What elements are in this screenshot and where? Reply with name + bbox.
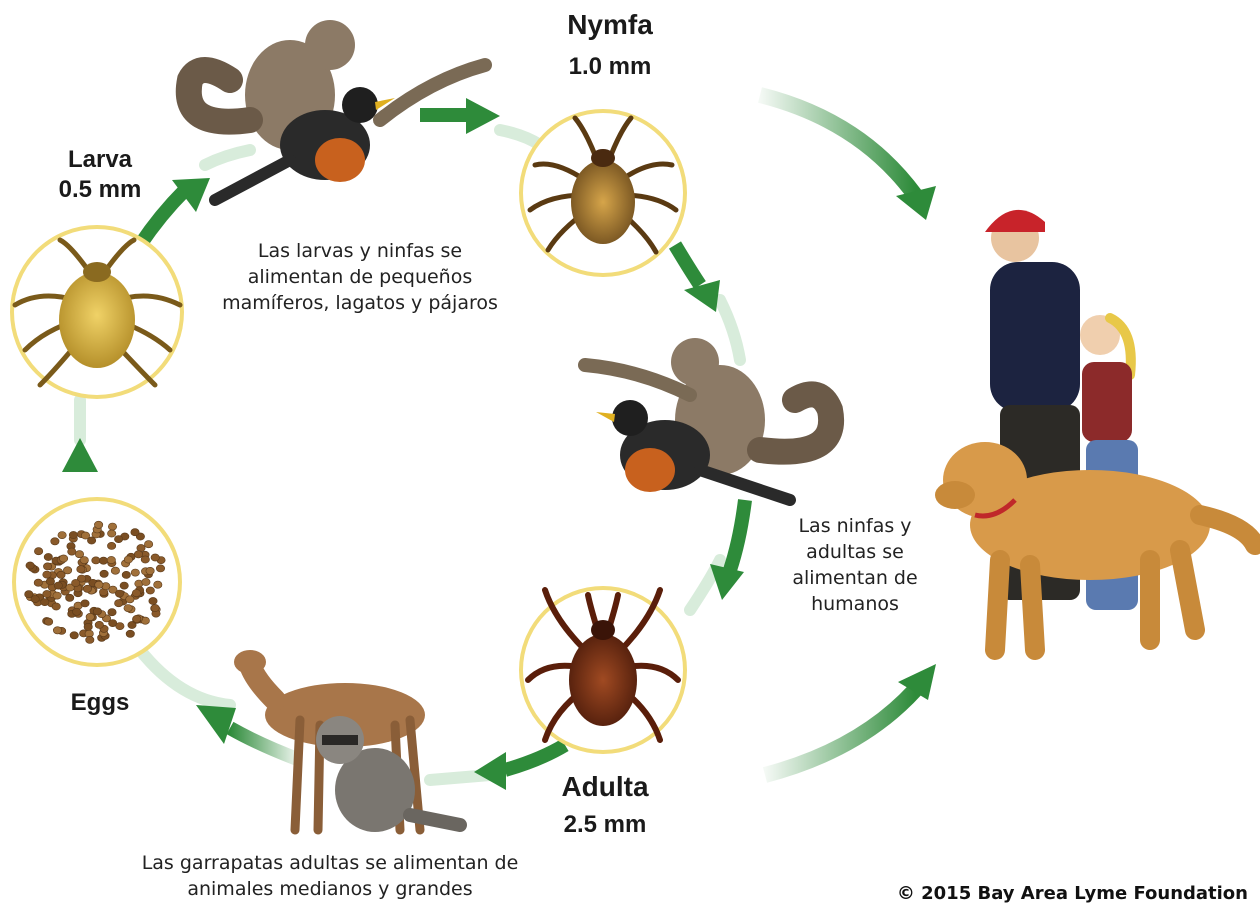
egg-icon <box>43 563 51 570</box>
egg-icon <box>120 582 128 589</box>
egg-icon <box>115 590 123 597</box>
egg-icon <box>51 538 59 545</box>
egg-icon <box>114 536 122 543</box>
egg-icon <box>93 608 101 615</box>
egg-icon <box>86 636 94 643</box>
egg-icon <box>116 623 124 630</box>
egg-icon <box>134 551 142 558</box>
egg-icon <box>100 570 108 577</box>
egg-icon <box>83 585 91 592</box>
small-hosts-middle-illustration <box>585 338 831 500</box>
nymph-stage-name: Nymfa <box>540 8 680 42</box>
egg-icon <box>126 630 134 637</box>
egg-icon <box>41 599 49 606</box>
egg-icon <box>44 618 52 625</box>
egg-icon <box>111 567 119 574</box>
caption-large-hosts: Las garrapatas adultas se alimentan de a… <box>110 850 550 902</box>
dog-icon <box>935 442 1255 650</box>
egg-icon <box>31 596 39 603</box>
egg-icon <box>84 623 92 630</box>
arrow-eggs-to-larva <box>62 438 98 500</box>
egg-icon <box>132 590 140 597</box>
egg-icon <box>146 567 154 574</box>
egg-icon <box>133 615 141 622</box>
adult-circle <box>521 588 685 752</box>
egg-icon <box>68 548 76 555</box>
egg-icon <box>34 548 42 555</box>
egg-icon <box>43 571 51 578</box>
larva-stage-size: 0.5 mm <box>40 175 160 205</box>
egg-icon <box>124 556 132 563</box>
egg-icon <box>99 557 107 564</box>
egg-icon <box>146 587 154 594</box>
egg-icon <box>151 604 159 611</box>
egg-icon <box>131 529 139 536</box>
egg-icon <box>70 632 78 639</box>
egg-icon <box>53 592 61 599</box>
nymph-stage-size: 1.0 mm <box>540 52 680 82</box>
egg-icon <box>95 621 103 628</box>
copyright-notice: © 2015 Bay Area Lyme Foundation <box>897 883 1248 904</box>
egg-icon <box>26 562 34 569</box>
nymph-circle <box>521 111 685 275</box>
egg-icon <box>124 605 132 612</box>
egg-icon <box>131 569 139 576</box>
egg-icon <box>86 613 94 620</box>
egg-icon <box>80 557 88 564</box>
egg-icon <box>126 596 134 603</box>
arrow-hosts-to-nymph <box>420 98 500 134</box>
egg-icon <box>63 567 71 574</box>
egg-icon <box>87 537 95 544</box>
egg-icon <box>72 579 80 586</box>
eggs-stage-name: Eggs <box>40 686 160 720</box>
larva-circle <box>12 227 182 397</box>
egg-icon <box>108 609 116 616</box>
caption-small-hosts: Las larvas y ninfas se alimentan de pequ… <box>200 238 520 316</box>
egg-icon <box>107 556 115 563</box>
egg-icon <box>52 603 60 610</box>
arrow-nymph-to-hosts <box>675 245 720 312</box>
egg-icon <box>151 554 159 561</box>
egg-icon <box>43 590 51 597</box>
egg-icon <box>81 600 89 607</box>
egg-icon <box>154 581 162 588</box>
adult-stage-name: Adulta <box>530 770 680 804</box>
arrow-adult-to-humans <box>765 664 936 775</box>
adult-stage-size: 2.5 mm <box>530 810 680 840</box>
egg-icon <box>54 582 62 589</box>
egg-icon <box>142 578 150 585</box>
egg-icon <box>46 578 54 585</box>
egg-icon <box>53 627 61 634</box>
egg-icon <box>34 579 42 586</box>
eggs-circle <box>14 499 180 665</box>
egg-icon <box>69 531 77 538</box>
egg-icon <box>156 565 164 572</box>
arrow-nymph-to-humans <box>760 95 936 220</box>
egg-icon <box>115 600 123 607</box>
caption-humans: Las ninfas y adultas se alimentan de hum… <box>780 513 930 617</box>
egg-icon <box>144 541 152 548</box>
arrow-hosts-to-adult <box>710 500 745 600</box>
humans-and-dog-illustration <box>935 210 1255 650</box>
egg-icon <box>108 530 116 537</box>
larva-stage-name: Larva <box>40 143 160 177</box>
egg-icon <box>58 532 66 539</box>
egg-icon <box>66 594 74 601</box>
egg-icon <box>95 581 103 588</box>
egg-icon <box>149 597 157 604</box>
egg-icon <box>73 608 81 615</box>
egg-icon <box>108 523 116 530</box>
egg-icon <box>94 521 102 528</box>
egg-icon <box>77 566 85 573</box>
egg-icon <box>44 553 52 560</box>
egg-icon <box>92 557 100 564</box>
egg-icon <box>141 556 149 563</box>
egg-icon <box>107 542 115 549</box>
egg-icon <box>59 555 67 562</box>
egg-icon <box>122 571 130 578</box>
